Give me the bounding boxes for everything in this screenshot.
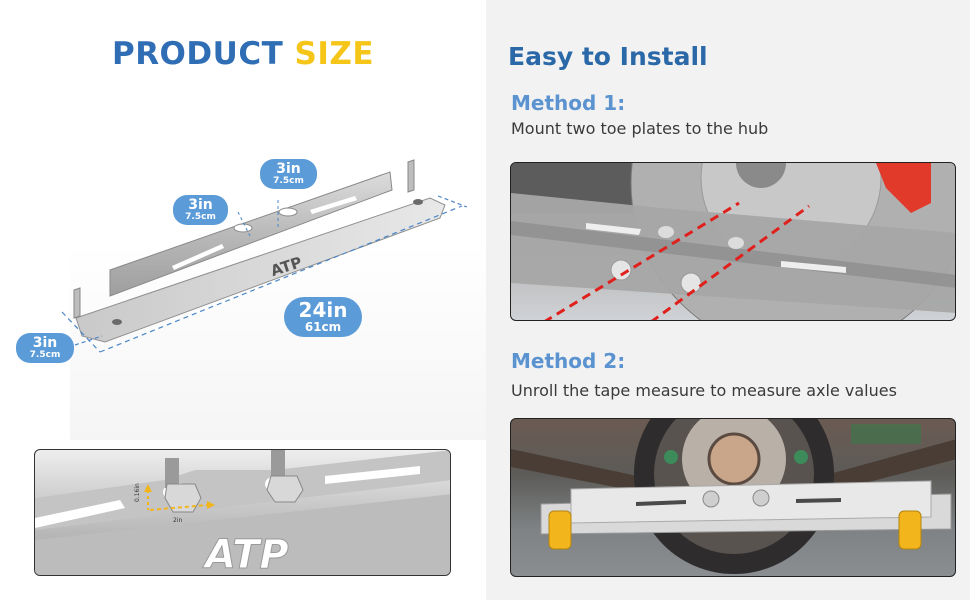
method-2-photo bbox=[510, 418, 956, 577]
detail-logo: ATP bbox=[202, 532, 289, 576]
toe-plate-illustration: ATP bbox=[61, 159, 468, 353]
method-2-title: Method 2: bbox=[511, 349, 626, 373]
dim-badge-slot-2: 3in 7.5cm bbox=[260, 159, 317, 189]
annotation-width: 2in bbox=[173, 517, 182, 524]
plate-detail-illustration: 0.16in 2in ATP bbox=[35, 450, 450, 576]
method-2-description: Unroll the tape measure to measure axle … bbox=[511, 381, 897, 400]
product-size-title: PRODUCT SIZE bbox=[0, 36, 486, 72]
plate-detail-view: 0.16in 2in ATP bbox=[34, 449, 451, 576]
dim-badge-height: 3in 7.5cm bbox=[16, 333, 74, 363]
hub-mount-illustration bbox=[511, 163, 955, 320]
title-product: PRODUCT bbox=[111, 36, 284, 72]
method-1-title: Method 1: bbox=[511, 91, 626, 115]
title-size: SIZE bbox=[294, 36, 375, 72]
method-1-description: Mount two toe plates to the hub bbox=[511, 119, 769, 138]
product-size-panel: PRODUCT SIZE AT bbox=[0, 36, 490, 576]
dim-badge-length: 24in 61cm bbox=[284, 297, 362, 337]
install-heading: Easy to Install bbox=[508, 42, 708, 71]
axle-measure-illustration bbox=[511, 419, 955, 574]
dim-badge-slot-1: 3in 7.5cm bbox=[173, 195, 228, 225]
method-1-photo bbox=[510, 162, 956, 321]
annotation-thickness: 0.16in bbox=[134, 483, 141, 502]
